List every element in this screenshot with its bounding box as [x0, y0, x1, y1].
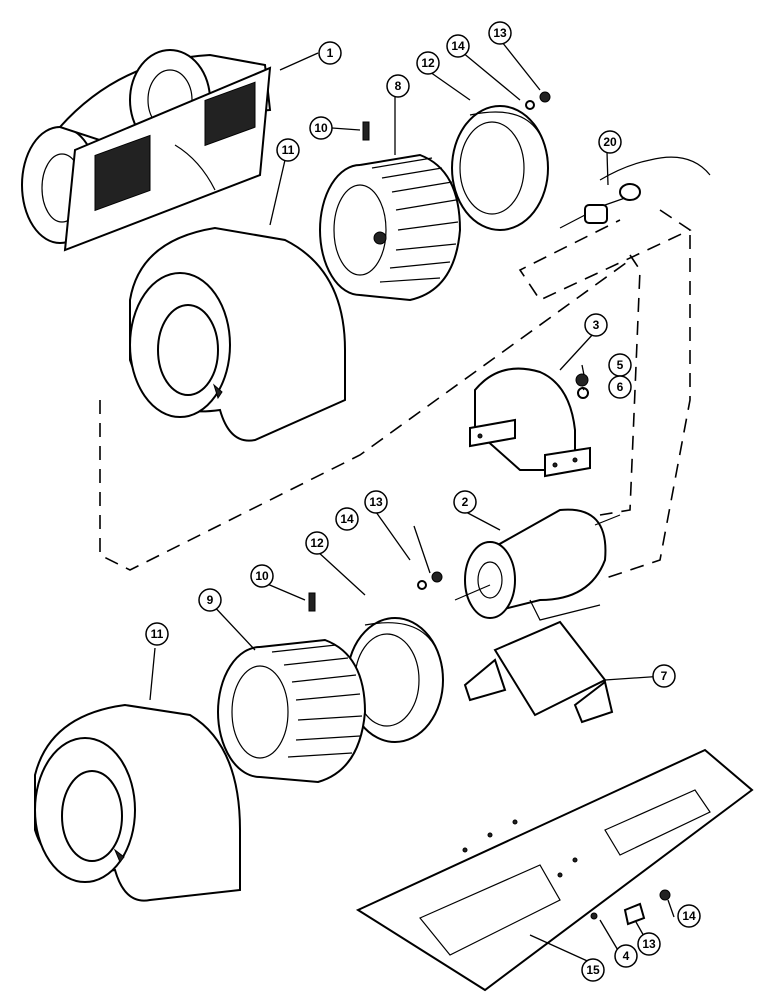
svg-text:13: 13	[369, 495, 383, 509]
svg-text:12: 12	[310, 536, 324, 550]
svg-text:13: 13	[493, 26, 507, 40]
svg-text:9: 9	[207, 593, 214, 607]
callout-12-lower: 12	[305, 531, 329, 555]
blower-housing-lower	[34, 703, 241, 902]
callout-10-lower: 10	[250, 564, 274, 588]
blower-motor	[454, 508, 621, 621]
svg-text:4: 4	[623, 949, 630, 963]
callout-11-lower: 11	[145, 622, 169, 646]
callout-20: 20	[598, 130, 622, 154]
callout-1: 1	[318, 41, 342, 65]
callout-3: 3	[584, 313, 608, 337]
base-plate	[355, 748, 754, 992]
callout-12-upper: 12	[416, 51, 440, 75]
callout-7: 7	[652, 664, 676, 688]
leader-lines	[149, 41, 675, 965]
washer-14-mid	[417, 580, 427, 590]
callout-14-mid: 14	[335, 507, 359, 531]
motor-support-bracket	[463, 620, 614, 724]
callout-14-upper: 14	[446, 34, 470, 58]
svg-text:3: 3	[593, 318, 600, 332]
callout-13-upper: 13	[488, 21, 512, 45]
motor-mount-bracket	[469, 367, 591, 478]
svg-text:20: 20	[603, 135, 617, 149]
svg-text:10: 10	[255, 569, 269, 583]
svg-text:14: 14	[682, 909, 696, 923]
svg-text:8: 8	[395, 79, 402, 93]
callout-11-upper: 11	[276, 138, 300, 162]
spring-10-lower	[308, 592, 316, 612]
callout-5: 5	[608, 353, 632, 377]
callout-4: 4	[614, 944, 638, 968]
callout-8: 8	[386, 74, 410, 98]
callout-13-mid: 13	[364, 490, 388, 514]
housing-routing-line	[599, 254, 641, 516]
harness-routing-line	[518, 209, 692, 302]
callout-13-lower: 13	[637, 932, 661, 956]
svg-text:10: 10	[314, 121, 328, 135]
svg-text:6: 6	[617, 380, 624, 394]
svg-text:2: 2	[462, 495, 469, 509]
svg-text:14: 14	[451, 39, 465, 53]
callout-14-lower: 14	[677, 904, 701, 928]
spring-10-upper	[362, 121, 370, 141]
svg-text:11: 11	[151, 627, 164, 641]
wiring-harness	[559, 156, 711, 229]
housing-routing-line-left	[99, 259, 631, 571]
blower-wheel-upper	[319, 153, 462, 302]
callout-10-upper: 10	[309, 116, 333, 140]
svg-text:14: 14	[340, 512, 354, 526]
svg-text:15: 15	[586, 963, 600, 977]
callout-9: 9	[198, 588, 222, 612]
blower-housing-upper	[129, 226, 346, 442]
callout-2: 2	[453, 490, 477, 514]
bolt-13-upper	[539, 91, 551, 103]
harness-routing-line-lower	[599, 235, 691, 581]
svg-text:11: 11	[282, 143, 295, 157]
inlet-ring-upper	[451, 105, 549, 231]
blower-wheel-lower	[217, 638, 367, 784]
lockwasher-14-lower	[659, 889, 671, 901]
bolt-13-mid	[431, 571, 443, 583]
svg-text:5: 5	[617, 358, 624, 372]
nut-5	[575, 373, 589, 387]
inlet-ring-lower	[346, 617, 444, 743]
callout-15: 15	[581, 958, 605, 982]
svg-text:13: 13	[642, 937, 656, 951]
callout-6: 6	[608, 375, 632, 399]
twin-blower-assembly	[21, 49, 272, 252]
svg-text:1: 1	[327, 46, 334, 60]
washer-14-upper	[525, 100, 535, 110]
screw-4	[590, 912, 598, 920]
svg-text:12: 12	[421, 56, 435, 70]
svg-text:7: 7	[661, 669, 668, 683]
bolt-13-lower	[623, 902, 646, 926]
